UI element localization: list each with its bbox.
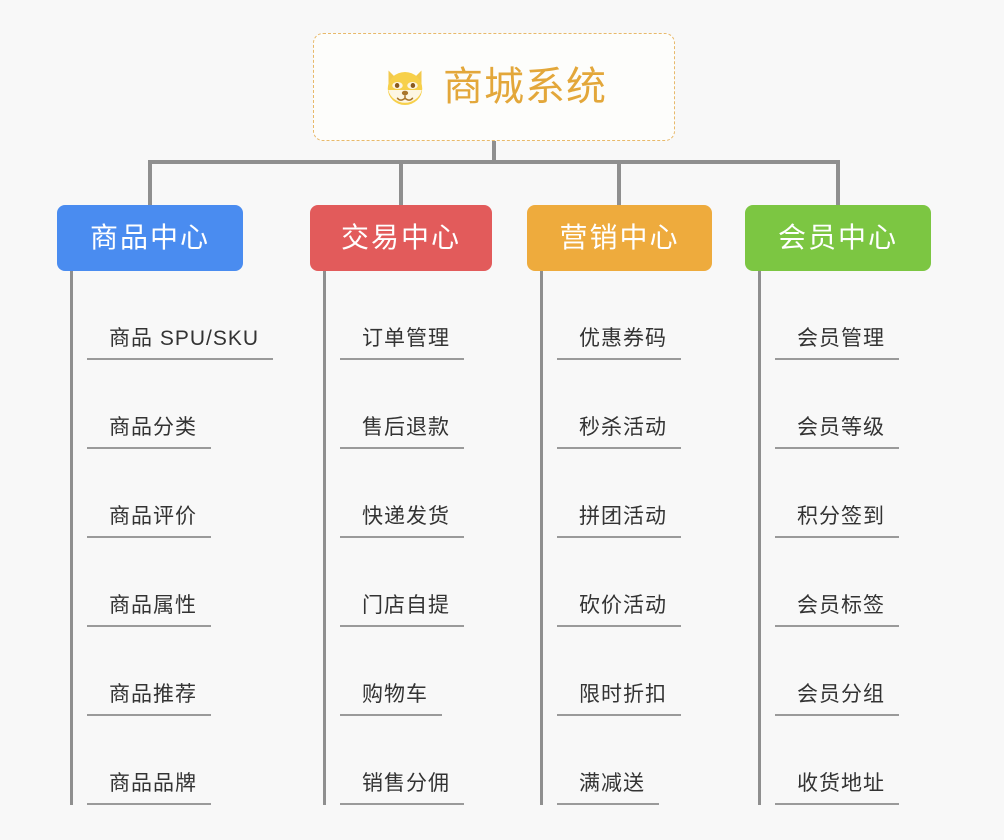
- leaf-label: 收货地址: [775, 772, 899, 805]
- leaf-item[interactable]: 销售分佣: [340, 716, 570, 805]
- category-header-trade-center[interactable]: 交易中心: [310, 205, 492, 271]
- leaf-item[interactable]: 商品品牌: [87, 716, 317, 805]
- leaf-item[interactable]: 会员等级: [775, 360, 1004, 449]
- leaf-label: 优惠券码: [557, 327, 681, 360]
- leaf-item[interactable]: 订单管理: [340, 271, 570, 360]
- leaf-list-trade-center: 订单管理 售后退款 快递发货 门店自提 购物车 销售分佣: [323, 271, 570, 805]
- leaf-item[interactable]: 限时折扣: [557, 627, 787, 716]
- leaf-item[interactable]: 砍价活动: [557, 538, 787, 627]
- leaf-label: 商品品牌: [87, 772, 211, 805]
- connector-root-stem: [492, 141, 496, 164]
- connector-drop-trade-center: [399, 160, 403, 206]
- leaf-label: 拼团活动: [557, 505, 681, 538]
- leaf-item[interactable]: 秒杀活动: [557, 360, 787, 449]
- leaf-label: 会员标签: [775, 594, 899, 627]
- leaf-item[interactable]: 满减送: [557, 716, 787, 805]
- leaf-item[interactable]: 商品评价: [87, 449, 317, 538]
- leaf-item[interactable]: 快递发货: [340, 449, 570, 538]
- leaf-label: 砍价活动: [557, 594, 681, 627]
- leaf-label: 商品推荐: [87, 683, 211, 716]
- leaf-label: 订单管理: [340, 327, 464, 360]
- leaf-label: 商品 SPU/SKU: [87, 327, 274, 360]
- column-marketing-center: 营销中心 优惠券码 秒杀活动 拼团活动 砍价活动 限时折扣 满减送: [527, 205, 787, 805]
- leaf-label: 商品属性: [87, 594, 211, 627]
- leaf-label: 会员等级: [775, 416, 899, 449]
- root-node[interactable]: 商城系统: [313, 33, 675, 141]
- leaf-item[interactable]: 购物车: [340, 627, 570, 716]
- leaf-label: 商品分类: [87, 416, 211, 449]
- leaf-list-marketing-center: 优惠券码 秒杀活动 拼团活动 砍价活动 限时折扣 满减送: [540, 271, 787, 805]
- root-title: 商城系统: [443, 65, 607, 109]
- leaf-item[interactable]: 拼团活动: [557, 449, 787, 538]
- leaf-item[interactable]: 优惠券码: [557, 271, 787, 360]
- category-header-product-center[interactable]: 商品中心: [57, 205, 243, 271]
- leaf-label: 快递发货: [340, 505, 464, 538]
- leaf-label: 购物车: [340, 683, 442, 716]
- category-header-marketing-center[interactable]: 营销中心: [527, 205, 712, 271]
- leaf-item[interactable]: 商品推荐: [87, 627, 317, 716]
- leaf-item[interactable]: 商品 SPU/SKU: [87, 271, 317, 360]
- connector-drop-product-center: [148, 160, 152, 206]
- leaf-label: 售后退款: [340, 416, 464, 449]
- leaf-item[interactable]: 售后退款: [340, 360, 570, 449]
- leaf-label: 限时折扣: [557, 683, 681, 716]
- connector-horizontal-bus: [148, 160, 840, 164]
- connector-drop-member-center: [836, 160, 840, 206]
- column-product-center: 商品中心 商品 SPU/SKU 商品分类 商品评价 商品属性 商品推荐 商品品牌: [57, 205, 317, 805]
- category-header-member-center[interactable]: 会员中心: [745, 205, 931, 271]
- dog-face-icon: [387, 70, 423, 105]
- leaf-item[interactable]: 会员分组: [775, 627, 1004, 716]
- column-trade-center: 交易中心 订单管理 售后退款 快递发货 门店自提 购物车 销售分佣: [310, 205, 570, 805]
- leaf-label: 秒杀活动: [557, 416, 681, 449]
- leaf-item[interactable]: 门店自提: [340, 538, 570, 627]
- column-member-center: 会员中心 会员管理 会员等级 积分签到 会员标签 会员分组 收货地址: [745, 205, 1004, 805]
- leaf-label: 会员管理: [775, 327, 899, 360]
- leaf-item[interactable]: 积分签到: [775, 449, 1004, 538]
- leaf-item[interactable]: 会员标签: [775, 538, 1004, 627]
- leaf-list-product-center: 商品 SPU/SKU 商品分类 商品评价 商品属性 商品推荐 商品品牌: [70, 271, 317, 805]
- leaf-label: 商品评价: [87, 505, 211, 538]
- leaf-label: 会员分组: [775, 683, 899, 716]
- leaf-label: 积分签到: [775, 505, 899, 538]
- connector-drop-marketing-center: [617, 160, 621, 206]
- leaf-label: 满减送: [557, 772, 659, 805]
- leaf-label: 销售分佣: [340, 772, 464, 805]
- leaf-list-member-center: 会员管理 会员等级 积分签到 会员标签 会员分组 收货地址: [758, 271, 1004, 805]
- leaf-item[interactable]: 会员管理: [775, 271, 1004, 360]
- leaf-label: 门店自提: [340, 594, 464, 627]
- leaf-item[interactable]: 收货地址: [775, 716, 1004, 805]
- leaf-item[interactable]: 商品分类: [87, 360, 317, 449]
- leaf-item[interactable]: 商品属性: [87, 538, 317, 627]
